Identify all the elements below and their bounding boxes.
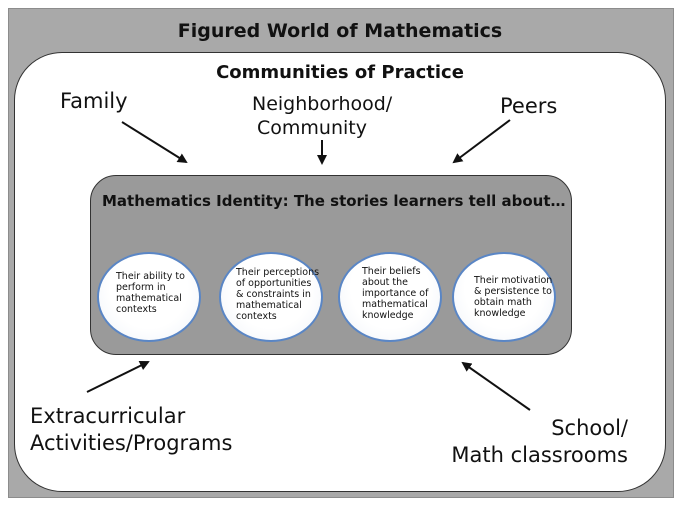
source-extracurricular-line: Extracurricular — [30, 404, 186, 428]
bubble-ability — [97, 252, 201, 342]
source-peers: Peers — [500, 94, 558, 118]
bubble-line: mathematical — [236, 300, 302, 311]
bubble-perceptions-text: Their perceptions of opportunities & con… — [236, 267, 319, 322]
mathematics-identity-title: Mathematics Identity: The stories learne… — [102, 192, 566, 210]
bubble-line: Their ability to — [116, 271, 185, 282]
bubble-line: Their perceptions — [236, 267, 320, 278]
communities-of-practice-title: Communities of Practice — [216, 62, 464, 83]
bubble-line: Their motivation — [474, 275, 553, 286]
source-family: Family — [60, 89, 128, 113]
arrow-peers — [452, 119, 511, 164]
bubble-line: contexts — [236, 311, 277, 322]
source-neighborhood-line: Neighborhood/ — [252, 93, 393, 115]
bubble-line: & persistence to — [474, 286, 552, 297]
bubble-line: mathematical — [116, 293, 182, 304]
bubble-line: knowledge — [362, 310, 414, 321]
arrow-school — [461, 361, 531, 411]
figured-world-title: Figured World of Mathematics — [177, 20, 503, 42]
source-neighborhood-line: Community — [257, 117, 367, 139]
source-neighborhood: Neighborhood/ Community — [252, 92, 393, 140]
bubble-line: contexts — [116, 304, 157, 315]
bubble-line: Their beliefs — [362, 266, 421, 277]
arrow-extracurricular — [86, 361, 150, 393]
source-extracurricular-line: Activities/Programs — [30, 431, 233, 455]
bubble-line: of opportunities — [236, 278, 312, 289]
bubble-motivation-text: Their motivation & persistence to obtain… — [474, 275, 552, 319]
bubble-perceptions — [219, 252, 323, 342]
source-school-line: School/ — [551, 416, 628, 440]
bubble-beliefs-text: Their beliefs about the importance of ma… — [362, 266, 428, 321]
bubble-motivation — [452, 252, 556, 342]
bubble-line: perform in — [116, 282, 166, 293]
bubble-line: & constraints in — [236, 289, 311, 300]
bubble-line: importance of — [362, 288, 429, 299]
bubble-ability-text: Their ability to perform in mathematical… — [116, 271, 185, 315]
source-extracurricular: Extracurricular Activities/Programs — [30, 403, 232, 457]
bubble-line: knowledge — [474, 308, 526, 319]
source-school-line: Math classrooms — [451, 443, 628, 467]
bubble-line: obtain math — [474, 297, 532, 308]
bubble-line: about the — [362, 277, 409, 288]
source-school: School/ Math classrooms — [438, 415, 628, 469]
bubble-beliefs — [338, 252, 442, 342]
arrow-family — [121, 121, 188, 164]
bubble-line: mathematical — [362, 299, 428, 310]
